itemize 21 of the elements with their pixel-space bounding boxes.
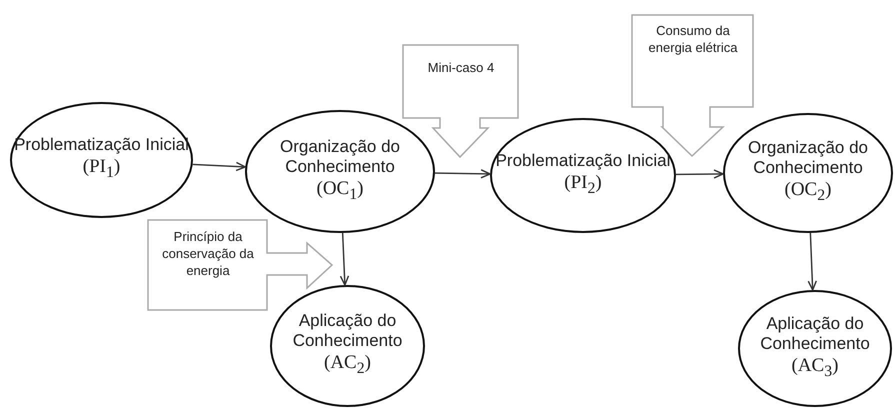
node-abbreviation: (PI$_{2}$) xyxy=(564,170,602,198)
node-title: Problematização Inicial xyxy=(14,135,189,156)
node-title: Aplicação do Conhecimento xyxy=(759,314,871,354)
callout-arrow xyxy=(148,220,333,311)
node-abbreviation: (AC$_{3}$) xyxy=(792,354,838,382)
node-title: Problematização Inicial xyxy=(496,150,670,171)
callout-text: Consumo da energia elétrica xyxy=(648,22,738,56)
node-abbreviation: (PI$_{1}$) xyxy=(82,155,120,183)
arrow xyxy=(434,169,491,179)
node-title: Aplicação do Conhecimento xyxy=(292,311,404,352)
arrow xyxy=(192,162,246,172)
arrow xyxy=(340,232,350,286)
node-abbreviation: (AC$_{2}$) xyxy=(324,351,371,379)
node-title: Organização do Conhecimento xyxy=(278,136,402,177)
node-title: Organização do Conhecimento xyxy=(746,138,870,178)
node-abbreviation: (OC$_{1}$) xyxy=(316,176,364,204)
callout-text: Princípio da conservação da energia xyxy=(161,228,255,279)
callout-text: Mini-caso 4 xyxy=(426,59,496,76)
arrow xyxy=(808,232,817,291)
arrow xyxy=(676,169,724,179)
node-abbreviation: (OC$_{2}$) xyxy=(784,178,832,206)
